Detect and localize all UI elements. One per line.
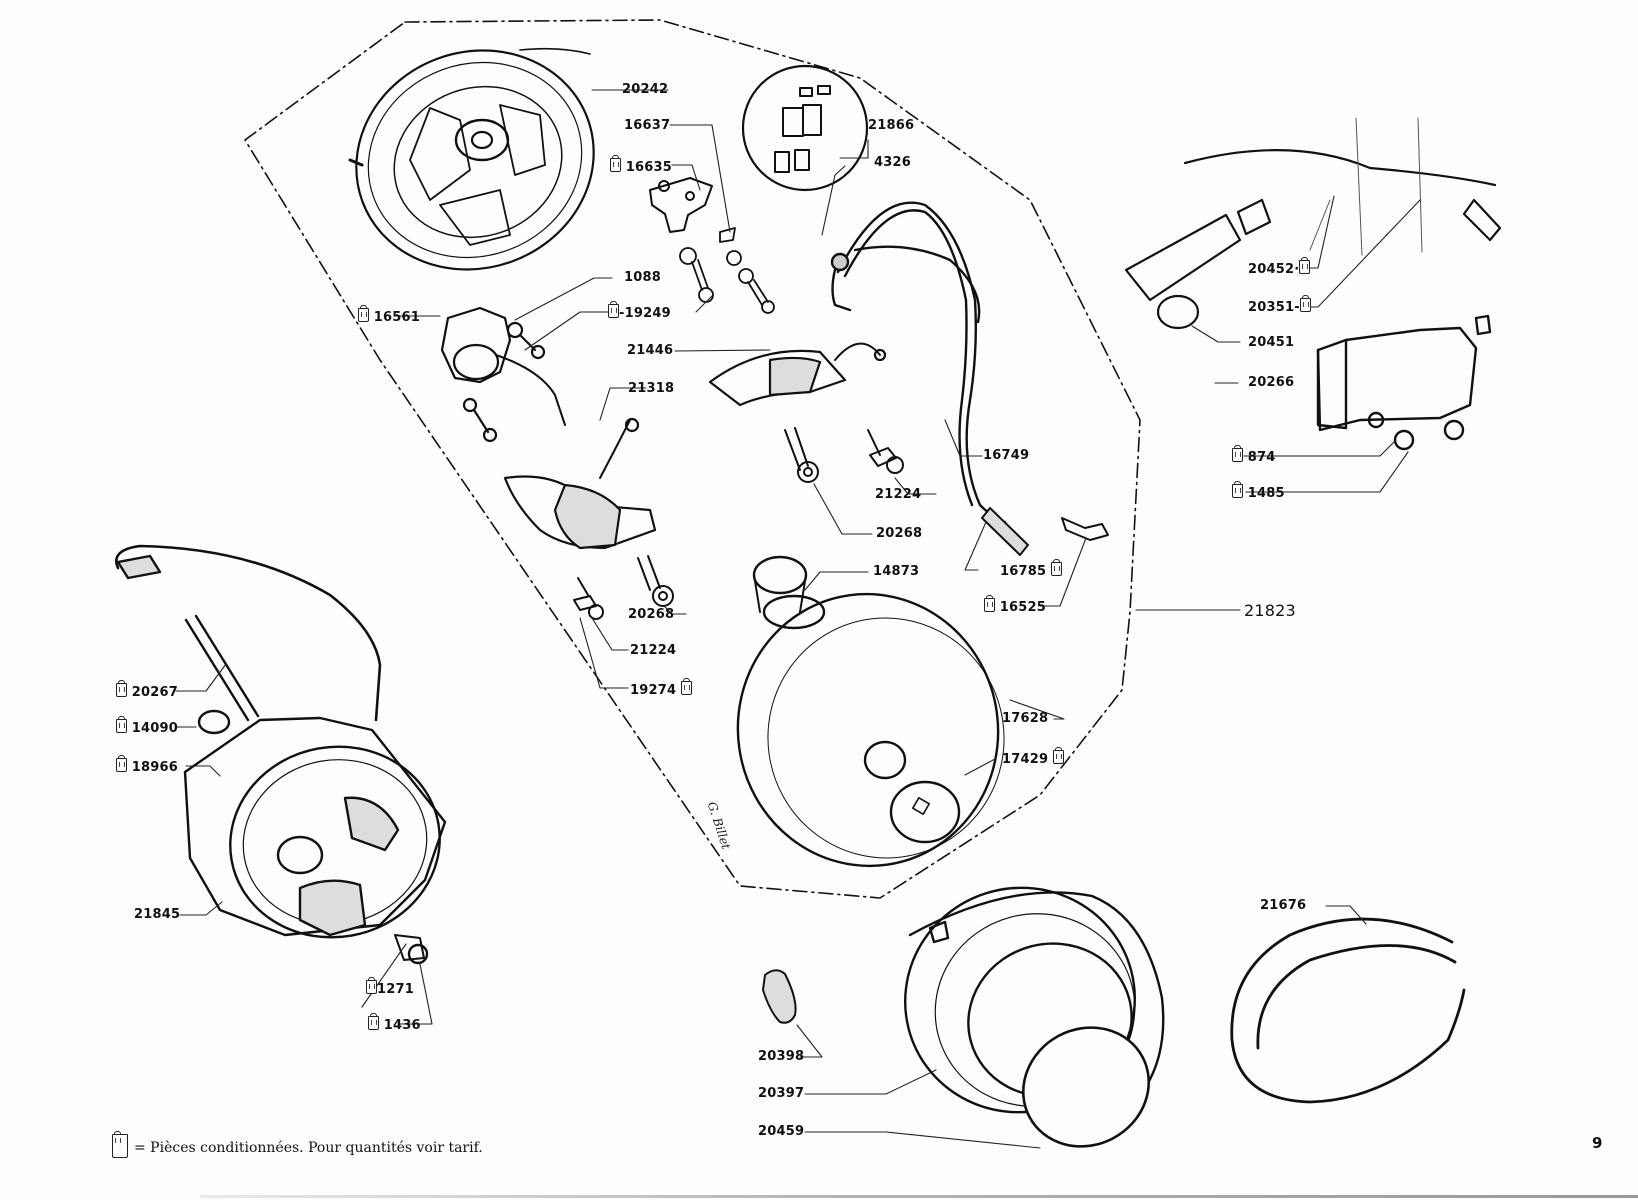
callout-16561: 16561 (358, 305, 420, 325)
callout-20268-lower: 20268 (628, 607, 675, 622)
condenser-16561 (440, 306, 566, 443)
packaged-bag-icon (1232, 481, 1243, 498)
callout-18966: 18966 (116, 755, 178, 775)
callout-4326: 4326 (874, 155, 911, 170)
packaged-bag-icon (368, 1013, 379, 1030)
packaged-bag-icon (358, 305, 369, 322)
packaged-bag-icon (1050, 559, 1062, 576)
assembly-boundary (244, 19, 1141, 899)
packaged-bag-icon (610, 155, 621, 172)
packaged-bag-icon (984, 595, 995, 612)
contact-breaker-16635 (649, 177, 713, 233)
callout-14090: 14090 (116, 716, 178, 736)
flywheel-rotor-17628 (736, 555, 1005, 868)
callout-16525: 16525 (984, 595, 1046, 615)
magneto-assembly-21845 (115, 544, 447, 965)
frame-tube-lines (1309, 117, 1423, 256)
packaged-bag-icon (116, 716, 127, 733)
packaged-bag-icon (366, 977, 377, 994)
packaged-bag-icon (608, 301, 619, 318)
callout-17628: 17628 (1002, 711, 1049, 726)
callout-16749: 16749 (983, 448, 1030, 463)
callout-20459: 20459 (758, 1124, 805, 1139)
legend: = Pièces conditionnées. Pour quantités v… (112, 1131, 483, 1158)
ignition-coil-21318 (503, 417, 657, 550)
packaged-bag-icon (116, 680, 127, 697)
page-number: 9 (1592, 1134, 1603, 1152)
cover-cap-20459 (1021, 1026, 1151, 1148)
packaged-bag-icon (116, 755, 127, 772)
callout-1436: 1436 (368, 1013, 421, 1033)
leader-lines (175, 89, 1421, 1149)
callout-1485: 1485 (1232, 481, 1285, 501)
terminal-16525 (1061, 517, 1109, 541)
callout-20351: 20351- (1248, 295, 1311, 315)
callout-20451: 20451 (1248, 335, 1295, 350)
callout-21676: 21676 (1260, 898, 1307, 913)
callout-20397: 20397 (758, 1086, 805, 1101)
lighting-coil-21446 (708, 342, 887, 407)
callout-21823: 21823 (1244, 601, 1296, 620)
callout-16785: 16785 (1000, 559, 1062, 579)
callout-17429: 17429 (1002, 747, 1064, 767)
callout-20242: 20242 (622, 82, 669, 97)
screw-washer-set (679, 227, 775, 314)
callout-16637: 16637 (624, 118, 671, 133)
packaged-bag-icon (680, 678, 692, 695)
callout-20266: 20266 (1248, 375, 1295, 390)
callout-21446: 21446 (627, 343, 674, 358)
packaged-parts-bag-icon (112, 1131, 128, 1158)
packaged-bag-icon (1299, 295, 1311, 312)
callout-20268: 20268 (876, 526, 923, 541)
terminal-kit-inset-21866 (741, 64, 869, 192)
callout-20267: 20267 (116, 680, 178, 700)
callout-21866: 21866 (868, 118, 915, 133)
fixing-hardware-lower (573, 555, 674, 620)
callout-16635: 16635 (610, 155, 672, 175)
badge-20398 (762, 969, 797, 1024)
packaged-bag-icon (1232, 445, 1243, 462)
ht-lead-16749 (830, 201, 1029, 556)
spark-plug-cap-20351 (1124, 149, 1502, 330)
fixing-hardware-upper (784, 427, 904, 483)
packaged-bag-icon (1052, 747, 1064, 764)
retaining-ring-21676 (1230, 917, 1466, 1104)
ht-coil-20266 (1316, 314, 1492, 451)
callout-874: 874 (1232, 445, 1275, 465)
callout-19274: 19274 (630, 678, 692, 698)
callout-21845: 21845 (134, 907, 181, 922)
legend-text: = Pièces conditionnées. Pour quantités v… (134, 1140, 483, 1156)
callout-1088: 1088 (624, 270, 661, 285)
callout-21224-lower: 21224 (630, 643, 677, 658)
callout-20398: 20398 (758, 1049, 805, 1064)
callout-14873: 14873 (873, 564, 920, 579)
callout-21318: 21318 (628, 381, 675, 396)
packaged-bag-icon (1299, 257, 1311, 274)
stator-backplate-20242 (348, 47, 595, 271)
callout-19249: -19249 (608, 301, 671, 321)
scan-edge (200, 1195, 1638, 1198)
callout-20452: 20452· (1248, 257, 1311, 277)
callout-21224: 21224 (875, 487, 922, 502)
callout-1271: 1271 (366, 977, 414, 997)
